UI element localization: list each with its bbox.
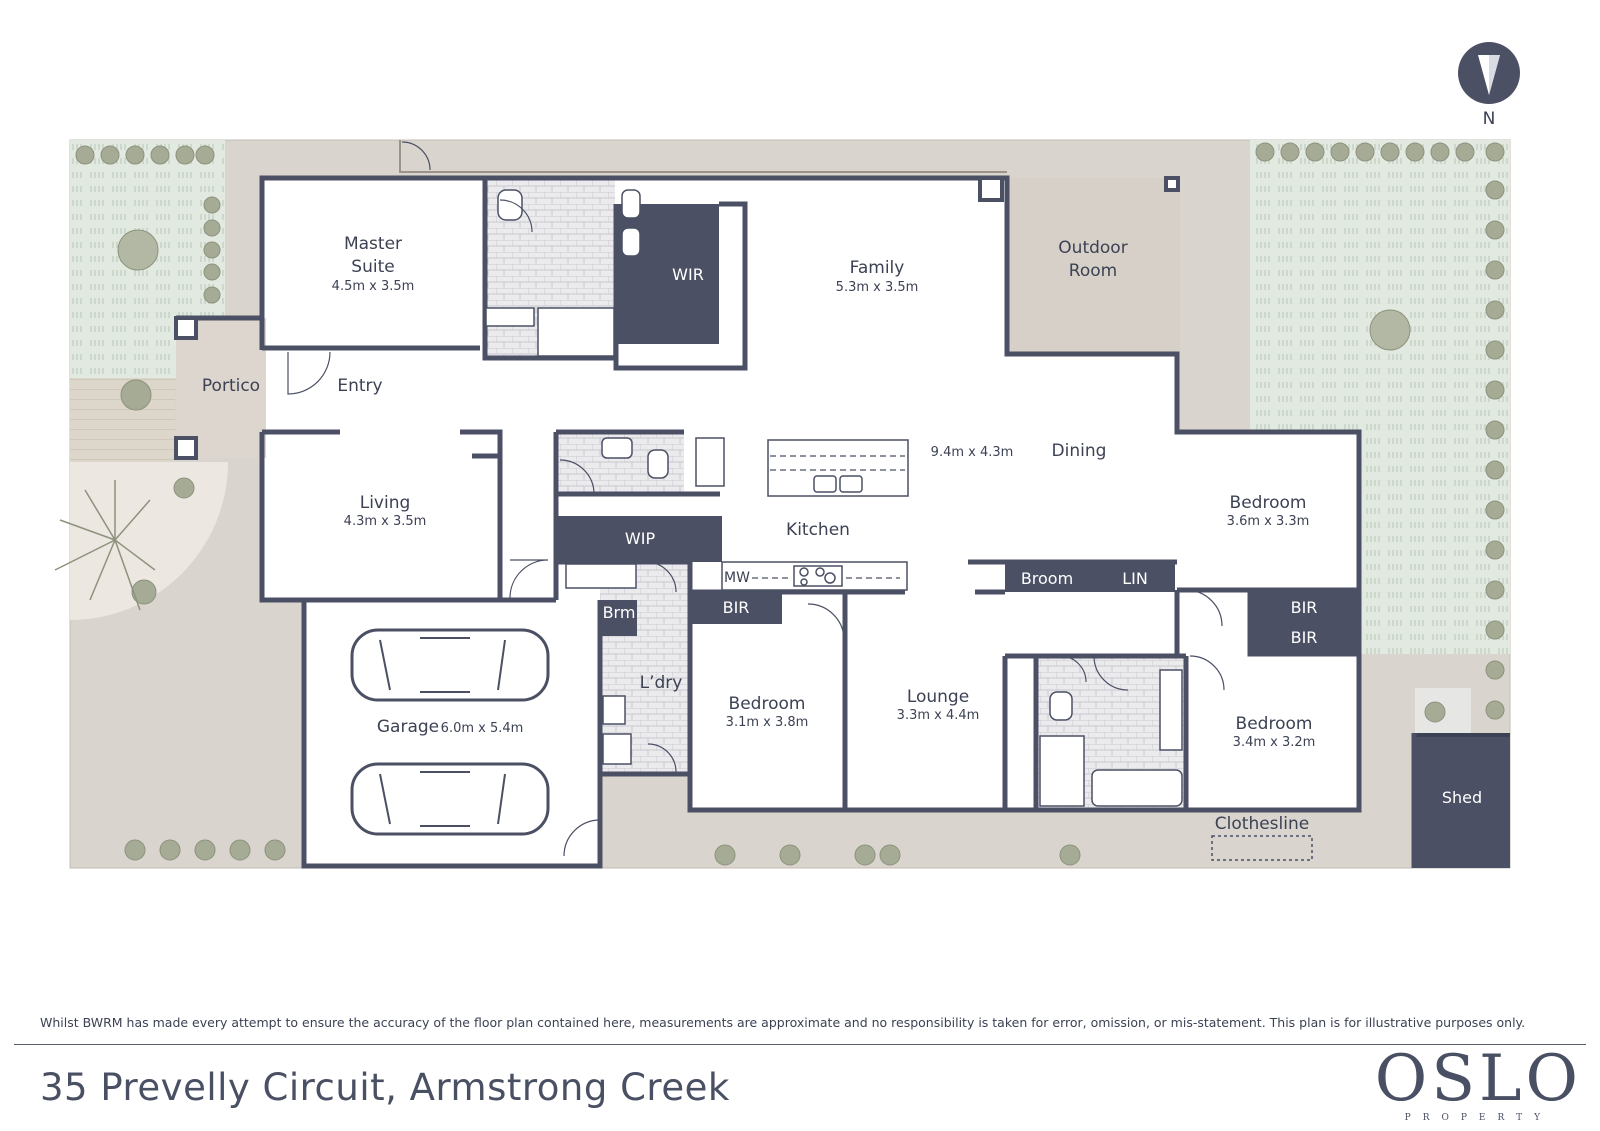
lounge-label: Lounge	[907, 687, 969, 707]
brand-name: OSLO	[1374, 1042, 1582, 1116]
toilet-icon	[647, 449, 669, 479]
outdoor-room-label-1: Outdoor	[1058, 238, 1127, 258]
lounge-size: 3.3m x 4.4m	[897, 708, 980, 723]
shower-icon	[1039, 735, 1085, 807]
compass-north-icon	[1458, 42, 1520, 104]
car-icon	[350, 628, 550, 836]
basin-icon	[621, 227, 641, 257]
family-size: 5.3m x 3.5m	[836, 280, 919, 295]
dark-rooms	[556, 204, 1510, 868]
property-address: 35 Prevelly Circuit, Armstrong Creek	[40, 1066, 730, 1109]
shrub-icon	[75, 145, 1446, 866]
bir-east-1-label: BIR	[1291, 598, 1318, 617]
garage-size: 6.0m x 5.4m	[441, 721, 524, 736]
basin-icon	[621, 189, 641, 219]
garden-bed-curved	[70, 462, 228, 620]
fixtures	[485, 189, 1313, 861]
master-suite-label-1: Master	[344, 234, 402, 254]
door-swing-icon	[287, 141, 1225, 857]
wir-label: WIR	[672, 265, 704, 284]
dining-label: Dining	[1052, 441, 1107, 461]
shed-roof-line	[1414, 733, 1510, 737]
shower-icon	[537, 307, 615, 357]
bedroom-east-size: 3.6m x 3.3m	[1227, 514, 1310, 529]
broom-label: Broom	[1021, 569, 1073, 588]
lin-label: LIN	[1122, 569, 1148, 588]
family-label: Family	[850, 258, 905, 278]
floor-plan: N Master Suite 4.5m x 3.5m WIR Family 5.…	[54, 42, 1520, 869]
tree-icon	[54, 480, 156, 611]
bedroom-mid-size: 3.1m x 3.8m	[726, 715, 809, 730]
bedroom-se-size: 3.4m x 3.2m	[1233, 735, 1316, 750]
master-suite-size: 4.5m x 3.5m	[332, 279, 415, 294]
wip-label: WIP	[625, 529, 656, 548]
sink-icon	[813, 475, 837, 493]
portico-label: Portico	[202, 376, 260, 396]
kitchen-island	[767, 439, 909, 497]
sink-icon	[695, 437, 725, 487]
entry-label: Entry	[337, 376, 382, 396]
basin-icon	[1159, 669, 1183, 751]
bedroom-east-label: Bedroom	[1230, 493, 1307, 513]
mw-label: MW	[724, 570, 750, 586]
fence	[399, 140, 1007, 173]
clothesline-icon	[1211, 835, 1313, 861]
columns	[174, 176, 1180, 460]
sink-icon	[839, 475, 863, 493]
basin-icon	[601, 437, 633, 459]
outdoor-room-label-2: Room	[1069, 261, 1117, 281]
living-size: 4.3m x 3.5m	[344, 514, 427, 529]
brand-logo: OSLO PROPERTY	[1375, 1047, 1582, 1123]
outdoor-room-floor	[1007, 178, 1180, 354]
hedge-east	[1255, 142, 1505, 720]
garage-label: Garage	[377, 717, 439, 737]
kitchen-label: Kitchen	[786, 520, 850, 540]
footer-divider	[14, 1044, 1586, 1045]
bedroom-se-label: Bedroom	[1236, 714, 1313, 734]
clothesline-label: Clothesline	[1215, 814, 1309, 834]
toilet-icon	[1049, 691, 1073, 721]
bir-west-label: BIR	[723, 598, 750, 617]
bedroom-mid-label: Bedroom	[729, 694, 806, 714]
disclaimer: Whilst BWRM has made every attempt to en…	[40, 1015, 1526, 1030]
shed-label: Shed	[1442, 788, 1482, 807]
brand-subtitle: PROPERTY	[1404, 1113, 1553, 1123]
brm-label: Brm	[603, 603, 636, 622]
room-labels: Master Suite 4.5m x 3.5m WIR Family 5.3m…	[202, 234, 1482, 834]
bath-icon	[1091, 769, 1183, 807]
dining-size: 9.4m x 4.3m	[931, 445, 1014, 460]
toilet-icon	[497, 189, 523, 221]
bir-east-2-label: BIR	[1291, 628, 1318, 647]
laundry-label: L’dry	[640, 673, 683, 693]
master-suite-label-2: Suite	[351, 257, 394, 277]
living-label: Living	[360, 493, 411, 513]
walls	[176, 175, 1417, 869]
compass-label: N	[1483, 109, 1496, 129]
